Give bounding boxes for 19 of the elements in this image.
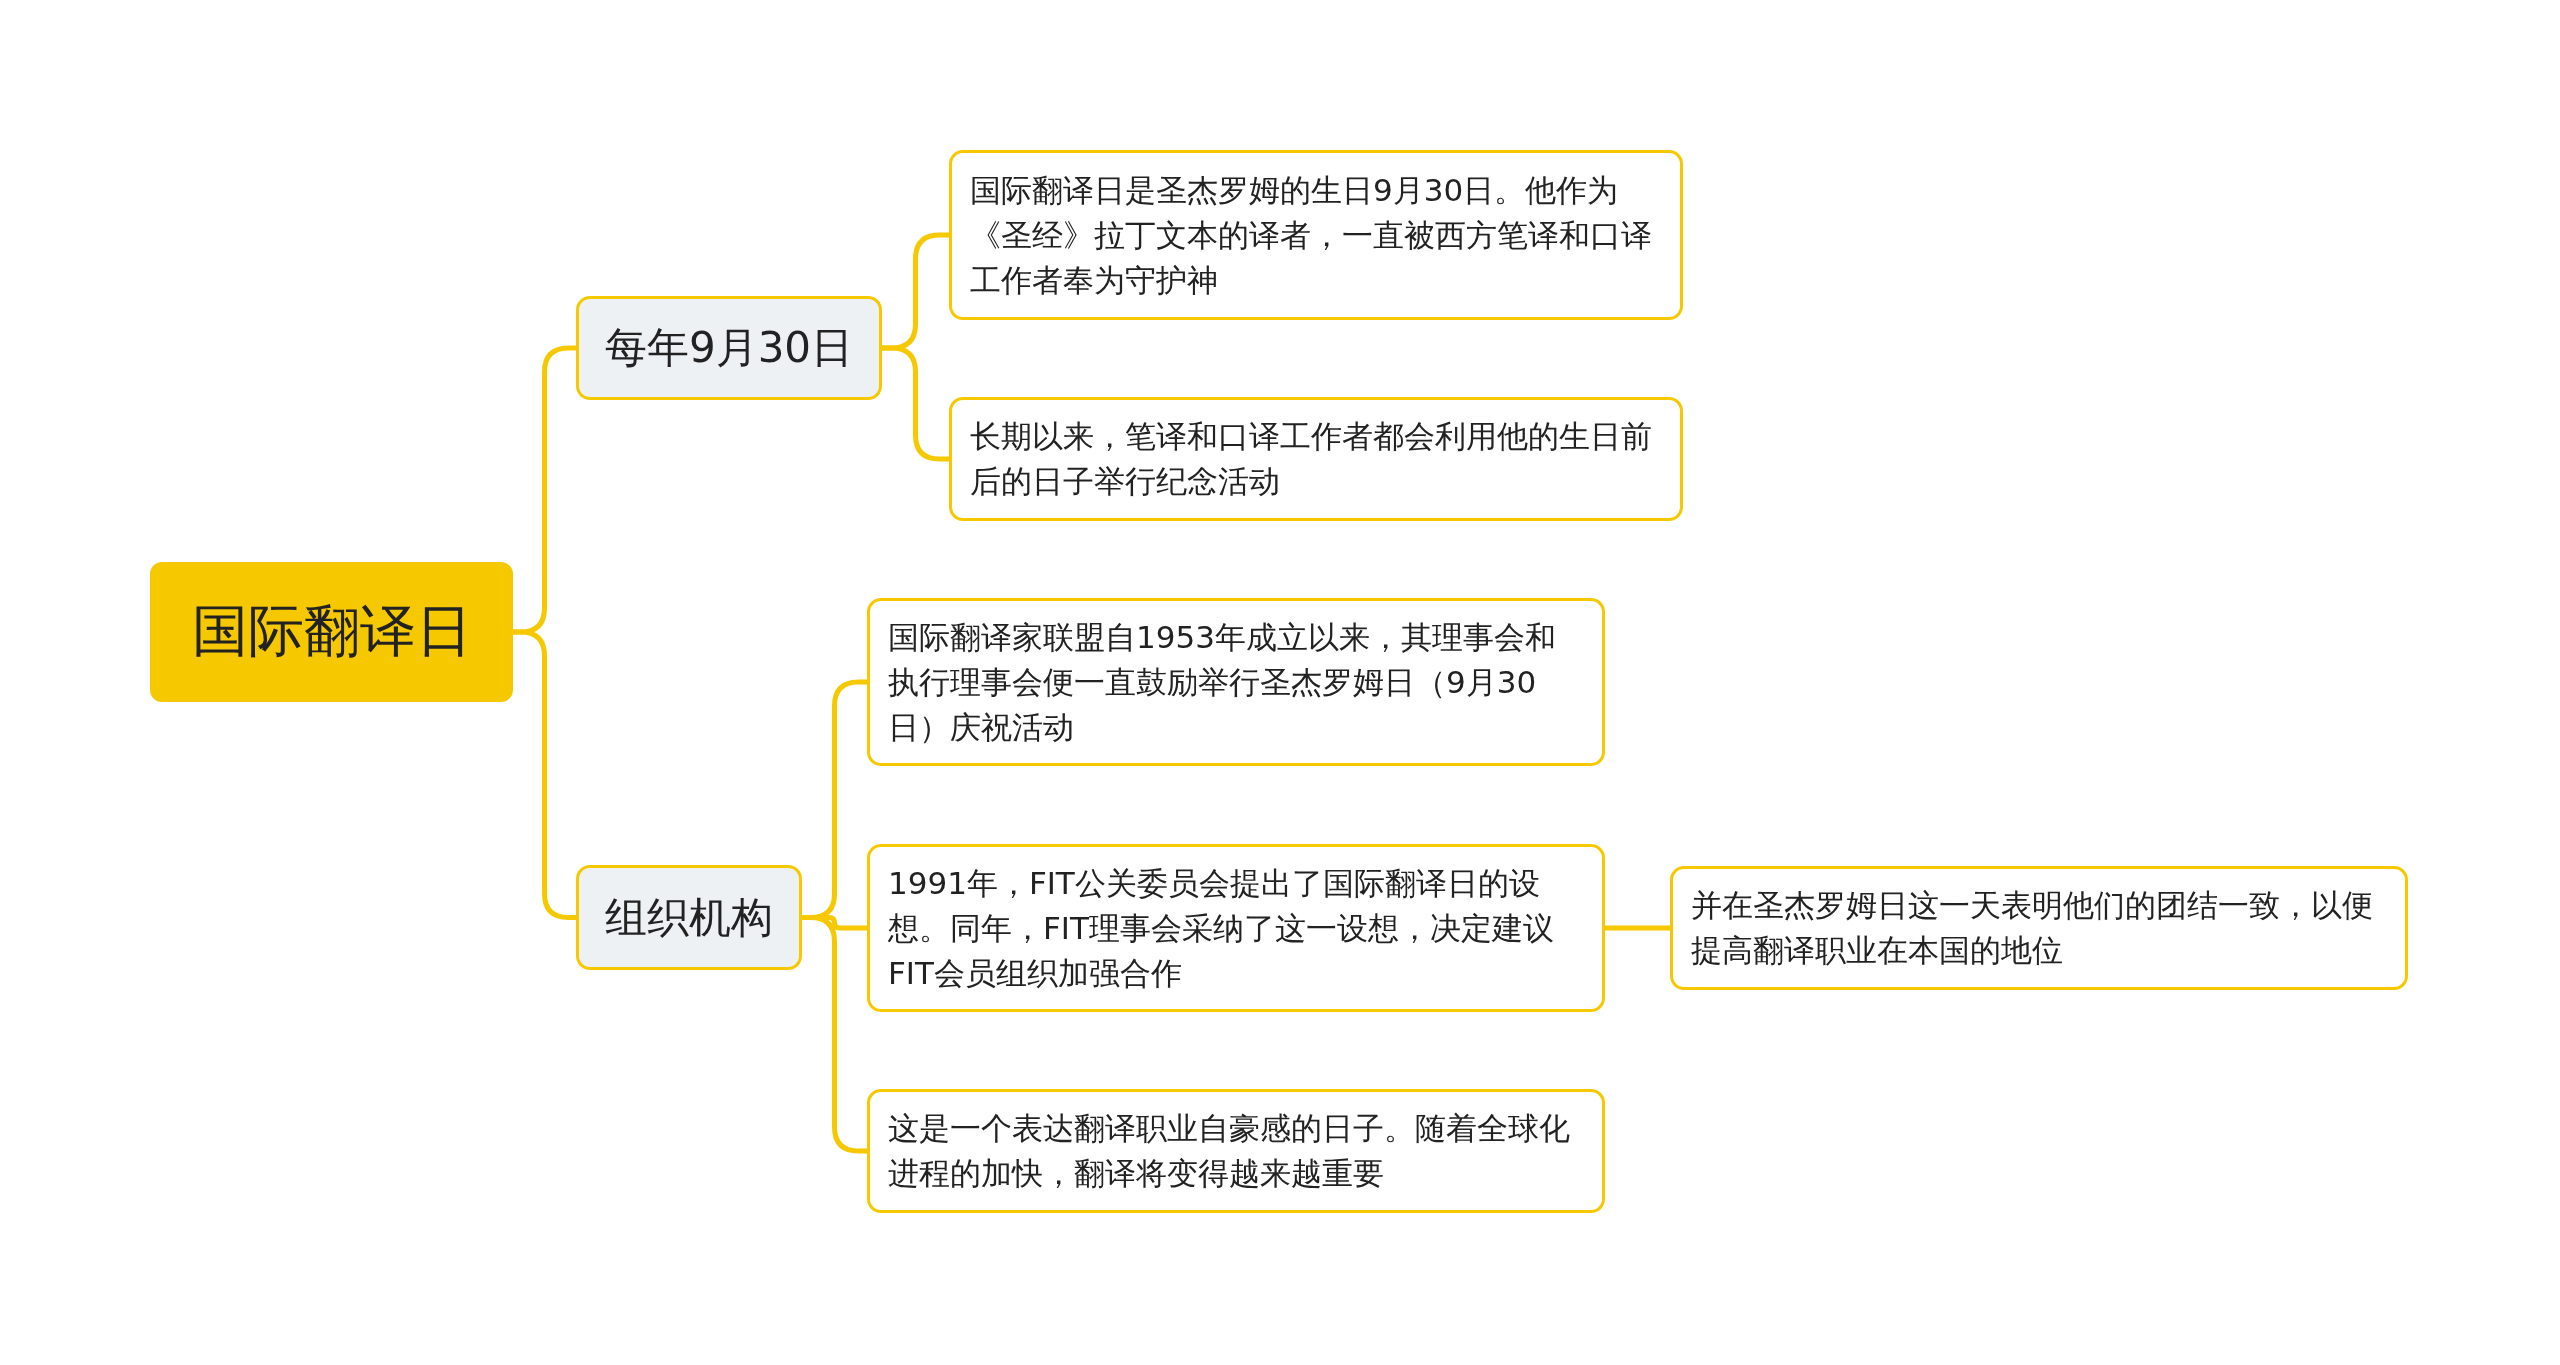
topic-box xyxy=(576,865,802,970)
topic-text: 1991年，FIT公关委员会提出了国际翻译日的设想。同年，FIT理事会采纳了这一设想，决定建议FIT会员组织加强合作 xyxy=(888,863,1555,993)
note-box xyxy=(867,598,1605,766)
topic-text: 这是一个表达翻译职业自豪感的日子。随着全球化进程的加快，翻译将变得越来越重要 xyxy=(888,1109,1571,1193)
topic-text: 国际翻译日是圣杰罗姆的生日9月30日。他作为《圣经》拉丁文本的译者，一直被西方笔译和口译工作者奉为守护神 xyxy=(970,170,1653,300)
note-box xyxy=(867,844,1605,1012)
topic-text: 国际翻译日 xyxy=(191,597,472,665)
topic-text: 每年9月30日 xyxy=(604,322,854,374)
topic-text: 国际翻译家联盟自1953年成立以来，其理事会和执行理事会便一直鼓励举行圣杰罗姆日（9月30日）庆祝活动 xyxy=(888,617,1557,747)
topic-text: 长期以来，笔译和口译工作者都会利用他的生日前后的日子举行纪念活动 xyxy=(970,417,1653,501)
topic-text: 并在圣杰罗姆日这一天表明他们的团结一致，以便提高翻译职业在本国的地位 xyxy=(1691,886,2374,970)
connector-line xyxy=(1605,925,1670,931)
note-box xyxy=(949,397,1683,521)
note-box xyxy=(867,1089,1605,1213)
note-box xyxy=(949,150,1683,320)
root-topic xyxy=(150,562,513,702)
topic-box xyxy=(576,296,882,400)
topic-text: 组织机构 xyxy=(605,891,773,944)
note-box xyxy=(1670,866,2408,990)
